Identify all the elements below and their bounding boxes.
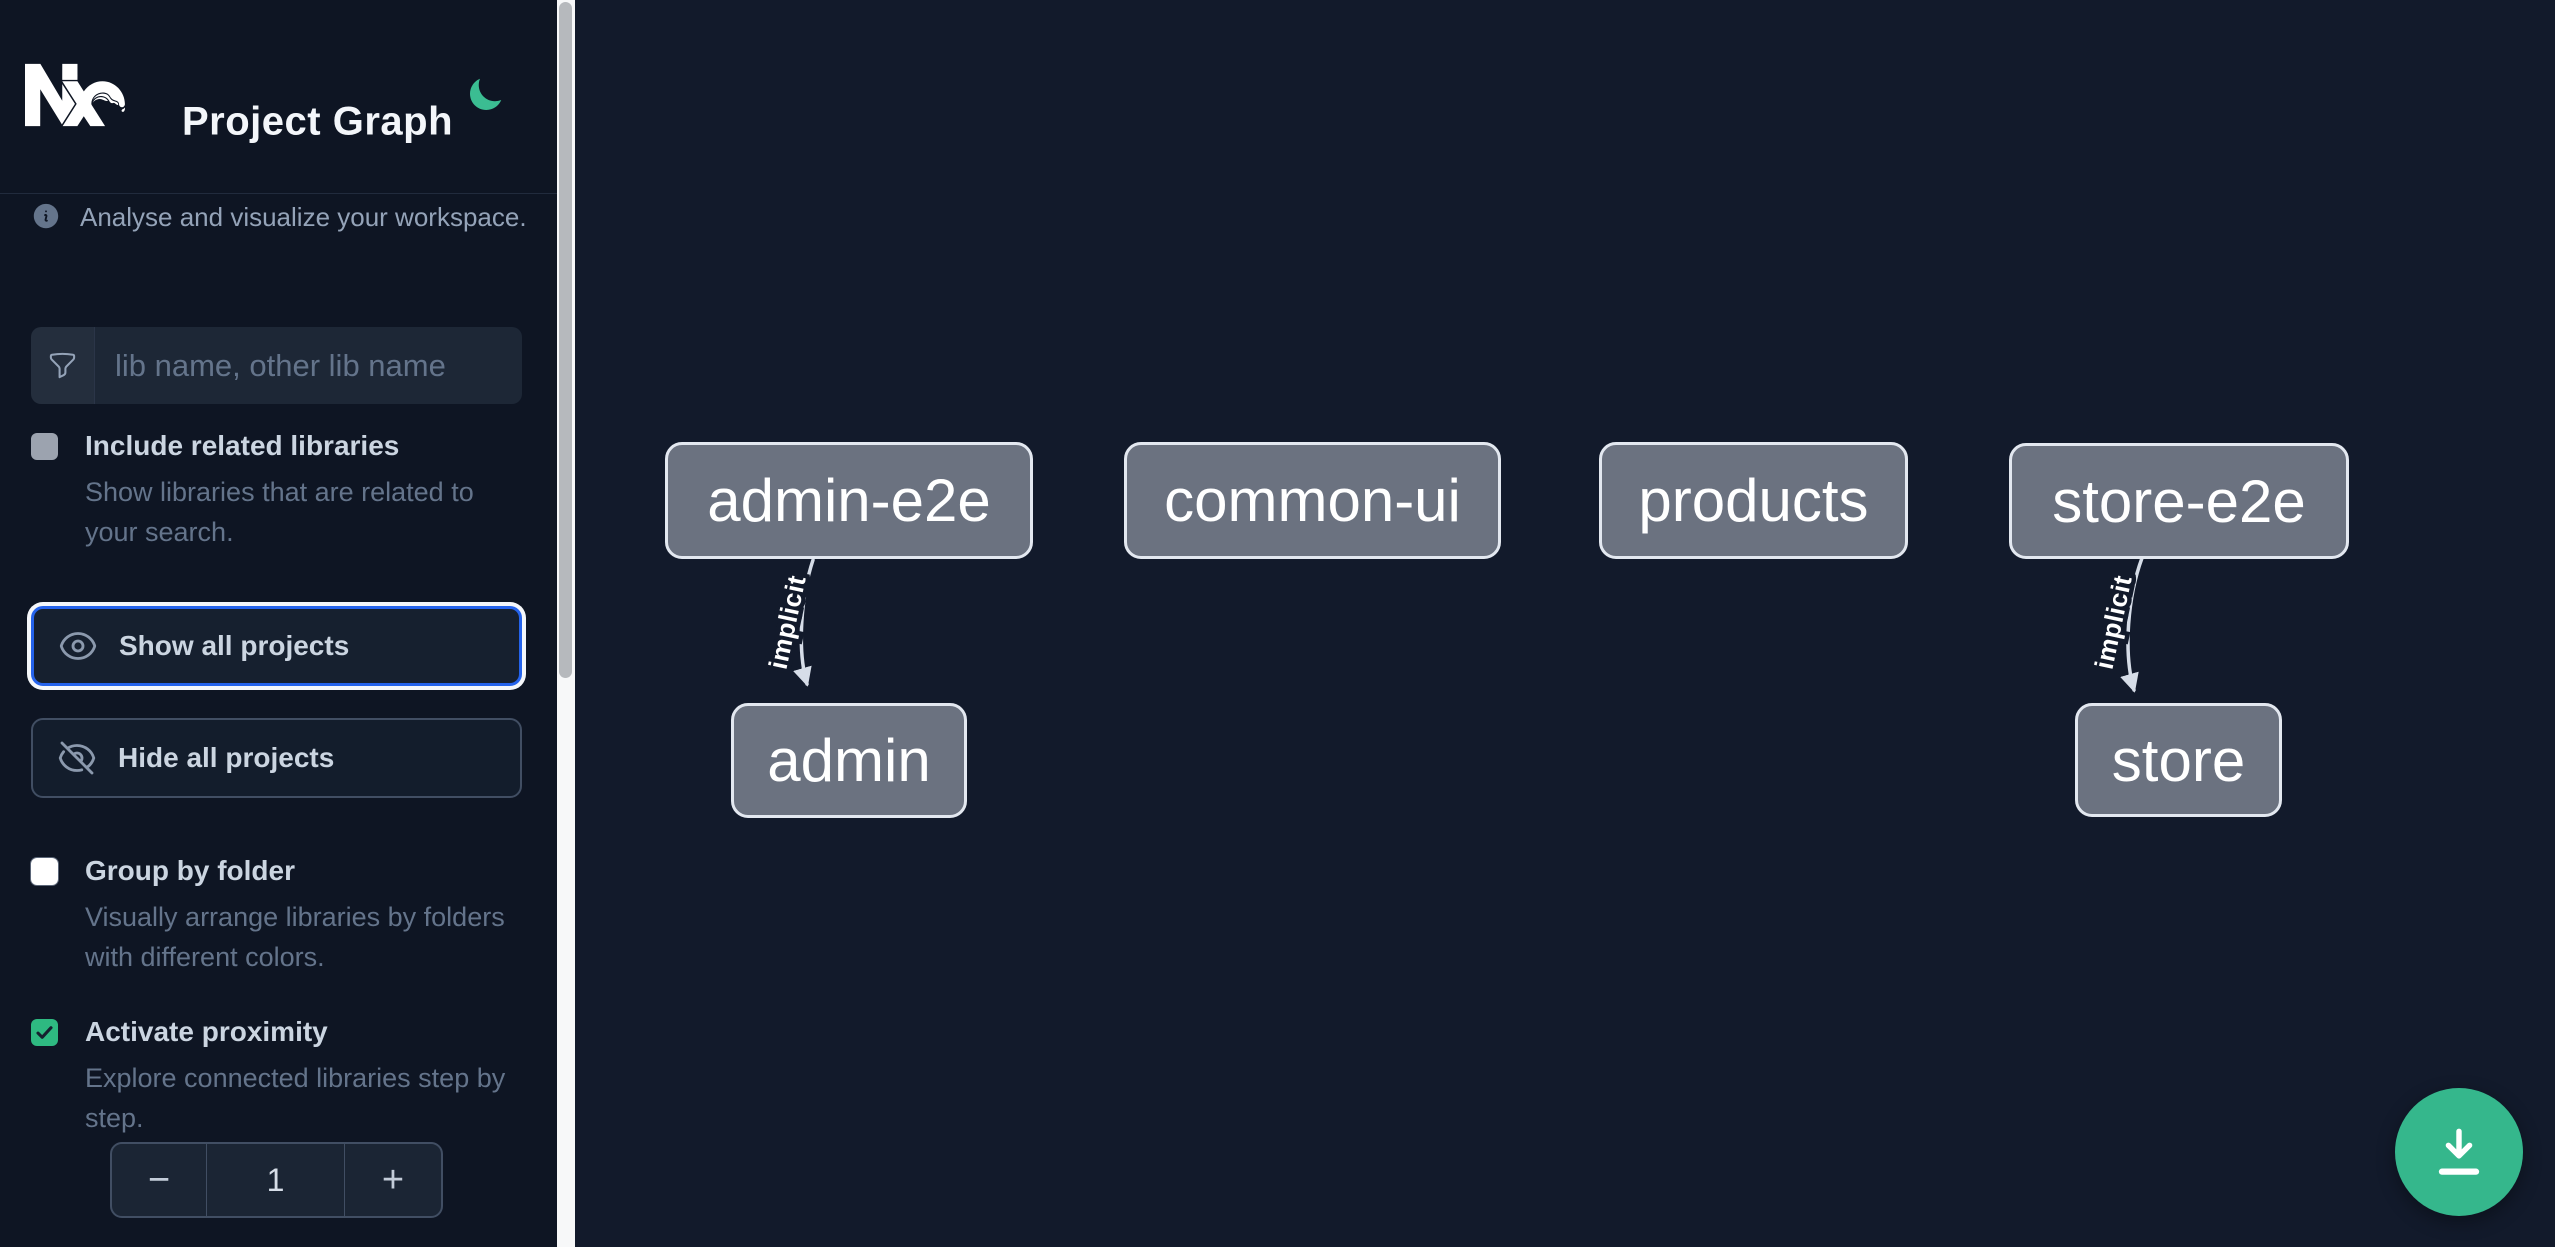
graph-canvas[interactable]: implicit implicit admin-e2e common-ui pr… [575,0,2555,1247]
edge-label-implicit: implicit [763,573,812,672]
sidebar-scrollbar-thumb[interactable] [559,2,572,678]
funnel-icon [49,352,76,379]
graph-edges: implicit implicit [758,556,2144,693]
show-all-projects-button[interactable]: Show all projects [31,606,522,686]
page-title: Project Graph [182,99,454,144]
project-node-admin-e2e[interactable]: admin-e2e [665,442,1033,559]
moon-icon [470,78,502,110]
sidebar: Project Graph Analyse and visualize your… [0,0,557,1247]
proximity-stepper: − 1 + [110,1142,443,1218]
info-icon [33,203,59,229]
project-node-common-ui[interactable]: common-ui [1124,442,1501,559]
show-all-projects-label: Show all projects [119,630,350,661]
funnel-icon-cell [31,327,95,404]
edge-admin-e2e-admin [793,558,815,687]
group-by-folder-checkbox[interactable] [31,858,58,885]
download-graph-button[interactable] [2395,1088,2523,1216]
search-input[interactable] [95,327,522,404]
group-by-folder-row: Group by folder Visually arrange librari… [31,854,523,977]
group-by-folder-description: Visually arrange libraries by folders wi… [85,902,505,972]
check-icon [36,1026,53,1039]
sidebar-header: Project Graph [0,0,557,194]
project-node-store[interactable]: store [2075,703,2282,817]
proximity-increment-button[interactable]: + [345,1144,441,1216]
theme-toggle-button[interactable] [458,68,512,122]
activate-proximity-checkbox[interactable] [31,1019,58,1046]
search-filter [31,327,522,404]
group-by-folder-label: Group by folder [85,855,295,886]
project-node-store-e2e[interactable]: store-e2e [2009,443,2349,559]
download-icon [2438,1128,2480,1175]
activate-proximity-label: Activate proximity [85,1016,328,1047]
workspace-info: Analyse and visualize your workspace. [31,200,531,234]
sidebar-scrollbar-track [557,0,575,1247]
proximity-decrement-button[interactable]: − [112,1144,207,1216]
project-node-admin[interactable]: admin [731,703,967,818]
hide-all-projects-button[interactable]: Hide all projects [31,718,522,798]
include-related-description: Show libraries that are related to your … [85,477,474,547]
project-node-products[interactable]: products [1599,442,1908,559]
eye-off-icon [58,741,96,775]
eye-icon [59,632,97,660]
hide-all-projects-label: Hide all projects [118,742,335,773]
activate-proximity-row: Activate proximity Explore connected lib… [31,1015,523,1138]
include-related-row: Include related libraries Show libraries… [31,429,523,552]
proximity-value[interactable]: 1 [207,1144,345,1216]
edge-store-e2e-store [2120,556,2144,693]
include-related-checkbox[interactable] [31,433,58,460]
activate-proximity-description: Explore connected libraries step by step… [85,1063,506,1133]
info-text: Analyse and visualize your workspace. [80,202,527,232]
include-related-label: Include related libraries [85,430,400,461]
nx-logo-icon [25,63,125,127]
